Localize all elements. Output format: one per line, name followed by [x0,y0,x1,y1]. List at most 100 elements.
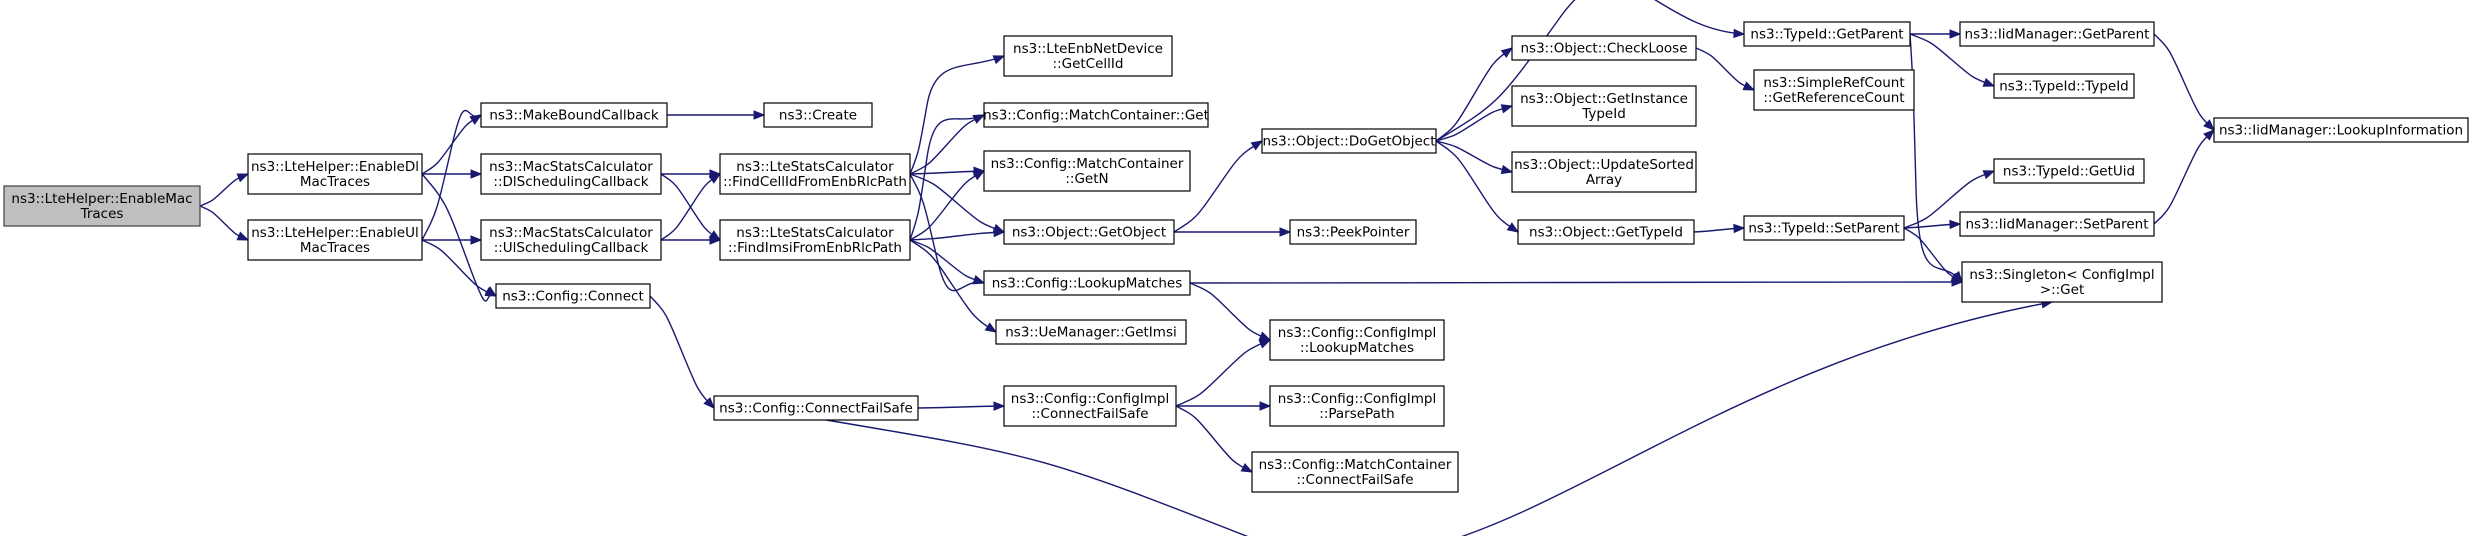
edge-line [909,170,985,241]
node-mac-ul[interactable]: ns3::MacStatsCalculator::UlSchedulingCal… [480,219,662,261]
node-do-get-object[interactable]: ns3::Object::DoGetObject [1261,128,1437,154]
node-label: ns3::Object::GetObject [1012,225,1166,241]
edge-tid-get-parent-to-tid-type-id [1909,33,1996,87]
edge-line [909,55,1005,175]
edge-find-imsi-to-obj-get-object [909,227,1006,241]
node-tid-get-parent[interactable]: ns3::TypeId::GetParent [1743,21,1911,47]
nodes-layer: ns3::LteHelper::EnableMacTracesns3::LteH… [3,21,2469,493]
node-iid-lookup[interactable]: ns3::IidManager::LookupInformation [2213,117,2469,143]
edge-impl-conn-fs-to-mc-conn-fs [1175,405,1254,473]
edge-line [1189,281,1963,284]
node-box [1511,35,1697,61]
node-box [1743,215,1905,241]
node-box [763,102,873,128]
node-mac-dl[interactable]: ns3::MacStatsCalculator::DlSchedulingCal… [480,153,662,195]
node-impl-lookup[interactable]: ns3::Config::ConfigImpl::LookupMatches [1269,319,1445,361]
edge-obj-get-object-to-peek-pointer [1173,227,1292,237]
node-label: ::FindImsiFromEnbRlcPath [728,240,902,256]
arrowhead [993,401,1006,411]
edge-line [909,114,985,241]
node-label: ns3::Object::DoGetObject [1262,134,1435,150]
node-box [1289,219,1417,245]
edge-line [421,109,482,241]
edge-line [421,239,497,297]
node-find-imsi[interactable]: ns3::LteStatsCalculator::FindImsiFromEnb… [719,219,911,261]
node-label: ::DlSchedulingCallback [493,174,648,190]
edge-obj-get-type-id-to-tid-set-parent [1693,223,1746,234]
arrowhead [1279,227,1292,237]
node-tid-type-id[interactable]: ns3::TypeId::TypeId [1993,73,2135,99]
node-iid-get-parent[interactable]: ns3::IidManager::GetParent [1959,21,2155,47]
node-mc-get-n[interactable]: ns3::Config::MatchContainer::GetN [983,150,1191,192]
node-singleton-get[interactable]: ns3::Singleton< ConfigImpl >::Get [1961,261,2163,303]
node-iid-set-parent[interactable]: ns3::IidManager::SetParent [1959,211,2155,237]
arrowhead [1500,164,1514,175]
edge-line [1435,47,1513,142]
edge-line [909,170,985,175]
node-lookup-matches[interactable]: ns3::Config::LookupMatches [983,270,1191,296]
node-cfg-connect[interactable]: ns3::Config::Connect [495,283,651,309]
edge-root-to-enable-ul [199,205,250,241]
node-box [247,219,423,261]
node-label: ::GetCellId [1053,56,1124,72]
arrowhead [708,173,722,184]
node-conn-fail-safe[interactable]: ns3::Config::ConnectFailSafe [713,395,919,421]
node-ref-count[interactable]: ns3::SimpleRefCount::GetReferenceCount [1753,69,1915,111]
node-peek-pointer[interactable]: ns3::PeekPointer [1289,219,1417,245]
node-box [1753,69,1915,111]
edge-line [917,405,1005,409]
edge-mac-ul-to-find-cell [660,173,722,241]
node-find-cell[interactable]: ns3::LteStatsCalculator::FindCellIdFromE… [719,153,911,195]
arrowhead [1982,77,1996,87]
node-get-cell-id[interactable]: ns3::LteEnbNetDevice::GetCellId [1003,35,1173,77]
edge-do-get-object-to-tid-get-parent [1435,0,1746,142]
edge-do-get-object-to-check-loose [1435,47,1514,142]
node-obj-get-object[interactable]: ns3::Object::GetObject [1003,219,1175,245]
node-label: ns3::TypeId::SetParent [1748,221,1899,237]
edge-tid-set-parent-to-iid-set-parent [1903,219,1962,230]
node-label: ns3::Config::LookupMatches [992,276,1183,292]
node-tid-set-parent[interactable]: ns3::TypeId::SetParent [1743,215,1905,241]
arrowhead [972,170,986,181]
arrowhead [1500,104,1514,114]
node-label: TypeId [1581,106,1626,122]
edge-line [1903,170,1995,229]
arrowhead [1258,339,1272,349]
node-make-bound[interactable]: ns3::MakeBoundCallback [480,102,668,128]
edge-conn-fail-safe-to-impl-conn-fs [917,401,1006,411]
node-ue-get-imsi[interactable]: ns3::UeManager::GetImsi [995,319,1187,345]
edge-line [826,301,2053,536]
arrowhead [2203,129,2215,141]
arrowhead [1506,222,1520,233]
node-mc-get[interactable]: ns3::Config::MatchContainer::Get [983,102,1209,128]
edge-find-cell-to-get-cell-id [909,55,1006,175]
node-label: ns3::SimpleRefCount [1763,75,1904,91]
edge-lookup-matches-to-impl-lookup [1189,282,1272,341]
node-label: ns3::Config::MatchContainer [991,156,1184,172]
node-check-loose[interactable]: ns3::Object::CheckLoose [1511,35,1697,61]
edge-find-imsi-to-mc-get-n [909,170,986,241]
node-impl-parse[interactable]: ns3::Config::ConfigImpl::ParsePath [1269,385,1445,427]
node-box [995,319,1187,345]
node-box [719,153,911,195]
node-box [713,395,919,421]
edge-lookup-matches-to-singleton-get [1189,277,1964,287]
edge-enable-ul-to-make-bound [421,109,483,241]
node-box [1511,85,1697,127]
node-create[interactable]: ns3::Create [763,102,873,128]
node-label: ns3::MacStatsCalculator [489,159,653,175]
node-box [480,102,668,128]
node-label: ns3::LteHelper::EnableDl [251,159,419,175]
node-box [719,219,911,261]
node-impl-conn-fs[interactable]: ns3::Config::ConfigImpl::ConnectFailSafe [1003,385,1177,427]
node-mc-conn-fs[interactable]: ns3::Config::MatchContainer::ConnectFail… [1251,451,1459,493]
node-obj-get-type-id[interactable]: ns3::Object::GetTypeId [1517,219,1695,245]
edge-find-cell-to-mc-get [909,114,986,175]
node-label: Array [1586,172,1622,188]
node-tid-get-uid[interactable]: ns3::TypeId::GetUid [1993,158,2145,184]
